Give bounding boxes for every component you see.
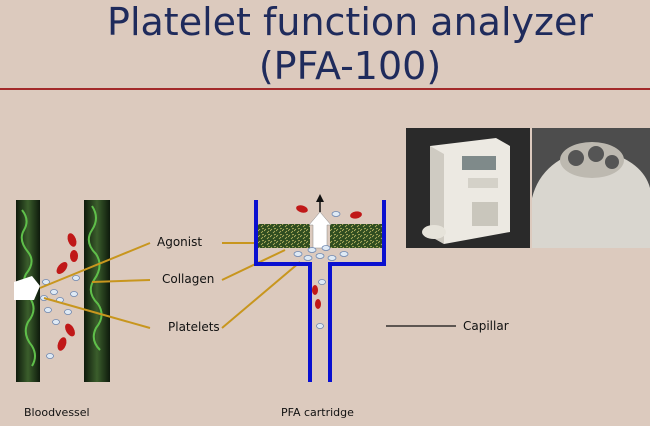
- flow-arrow-head: [316, 194, 324, 202]
- arrow-up-icon: [308, 211, 332, 249]
- title-divider: [0, 88, 650, 90]
- cartridge-red-cells: [296, 205, 362, 309]
- cartridge-wall-right: [328, 200, 386, 382]
- membrane-left: [258, 224, 310, 248]
- membrane-right: [330, 224, 382, 248]
- page-title-line1: Platelet function analyzer: [107, 0, 593, 44]
- cartridge-wall-left: [254, 200, 312, 382]
- label-capillar: Capillar: [463, 319, 509, 333]
- leader-platelets-vessel: [43, 297, 151, 329]
- leader-lines: [39, 242, 301, 329]
- leader-collagen-vessel: [91, 279, 151, 283]
- arrow-white-icon: [14, 276, 40, 300]
- caption-pfa-cartridge: PFA cartridge: [281, 406, 354, 419]
- vessel-wall-right: [84, 200, 110, 382]
- cartridge-platelets: [293, 211, 349, 329]
- bloodvessel-illustration: [14, 200, 110, 382]
- vessel-fibers-right: [87, 205, 103, 351]
- leader-collagen-cartridge: [221, 249, 286, 281]
- pfa-device-photo: [406, 128, 530, 248]
- pfa-carousel-photo: [532, 128, 650, 248]
- caption-bloodvessel: Bloodvessel: [24, 406, 90, 419]
- vessel-platelets: [40, 275, 80, 359]
- leader-agonist-vessel: [39, 242, 151, 289]
- leader-platelets-cartridge: [221, 261, 301, 329]
- vessel-red-cells: [56, 233, 78, 351]
- label-collagen: Collagen: [162, 272, 215, 286]
- label-agonist: Agonist: [157, 235, 203, 249]
- label-platelets: Platelets: [168, 320, 220, 334]
- pfa-cartridge-illustration: [254, 194, 456, 382]
- page-title-line2: (PFA-100): [258, 44, 442, 88]
